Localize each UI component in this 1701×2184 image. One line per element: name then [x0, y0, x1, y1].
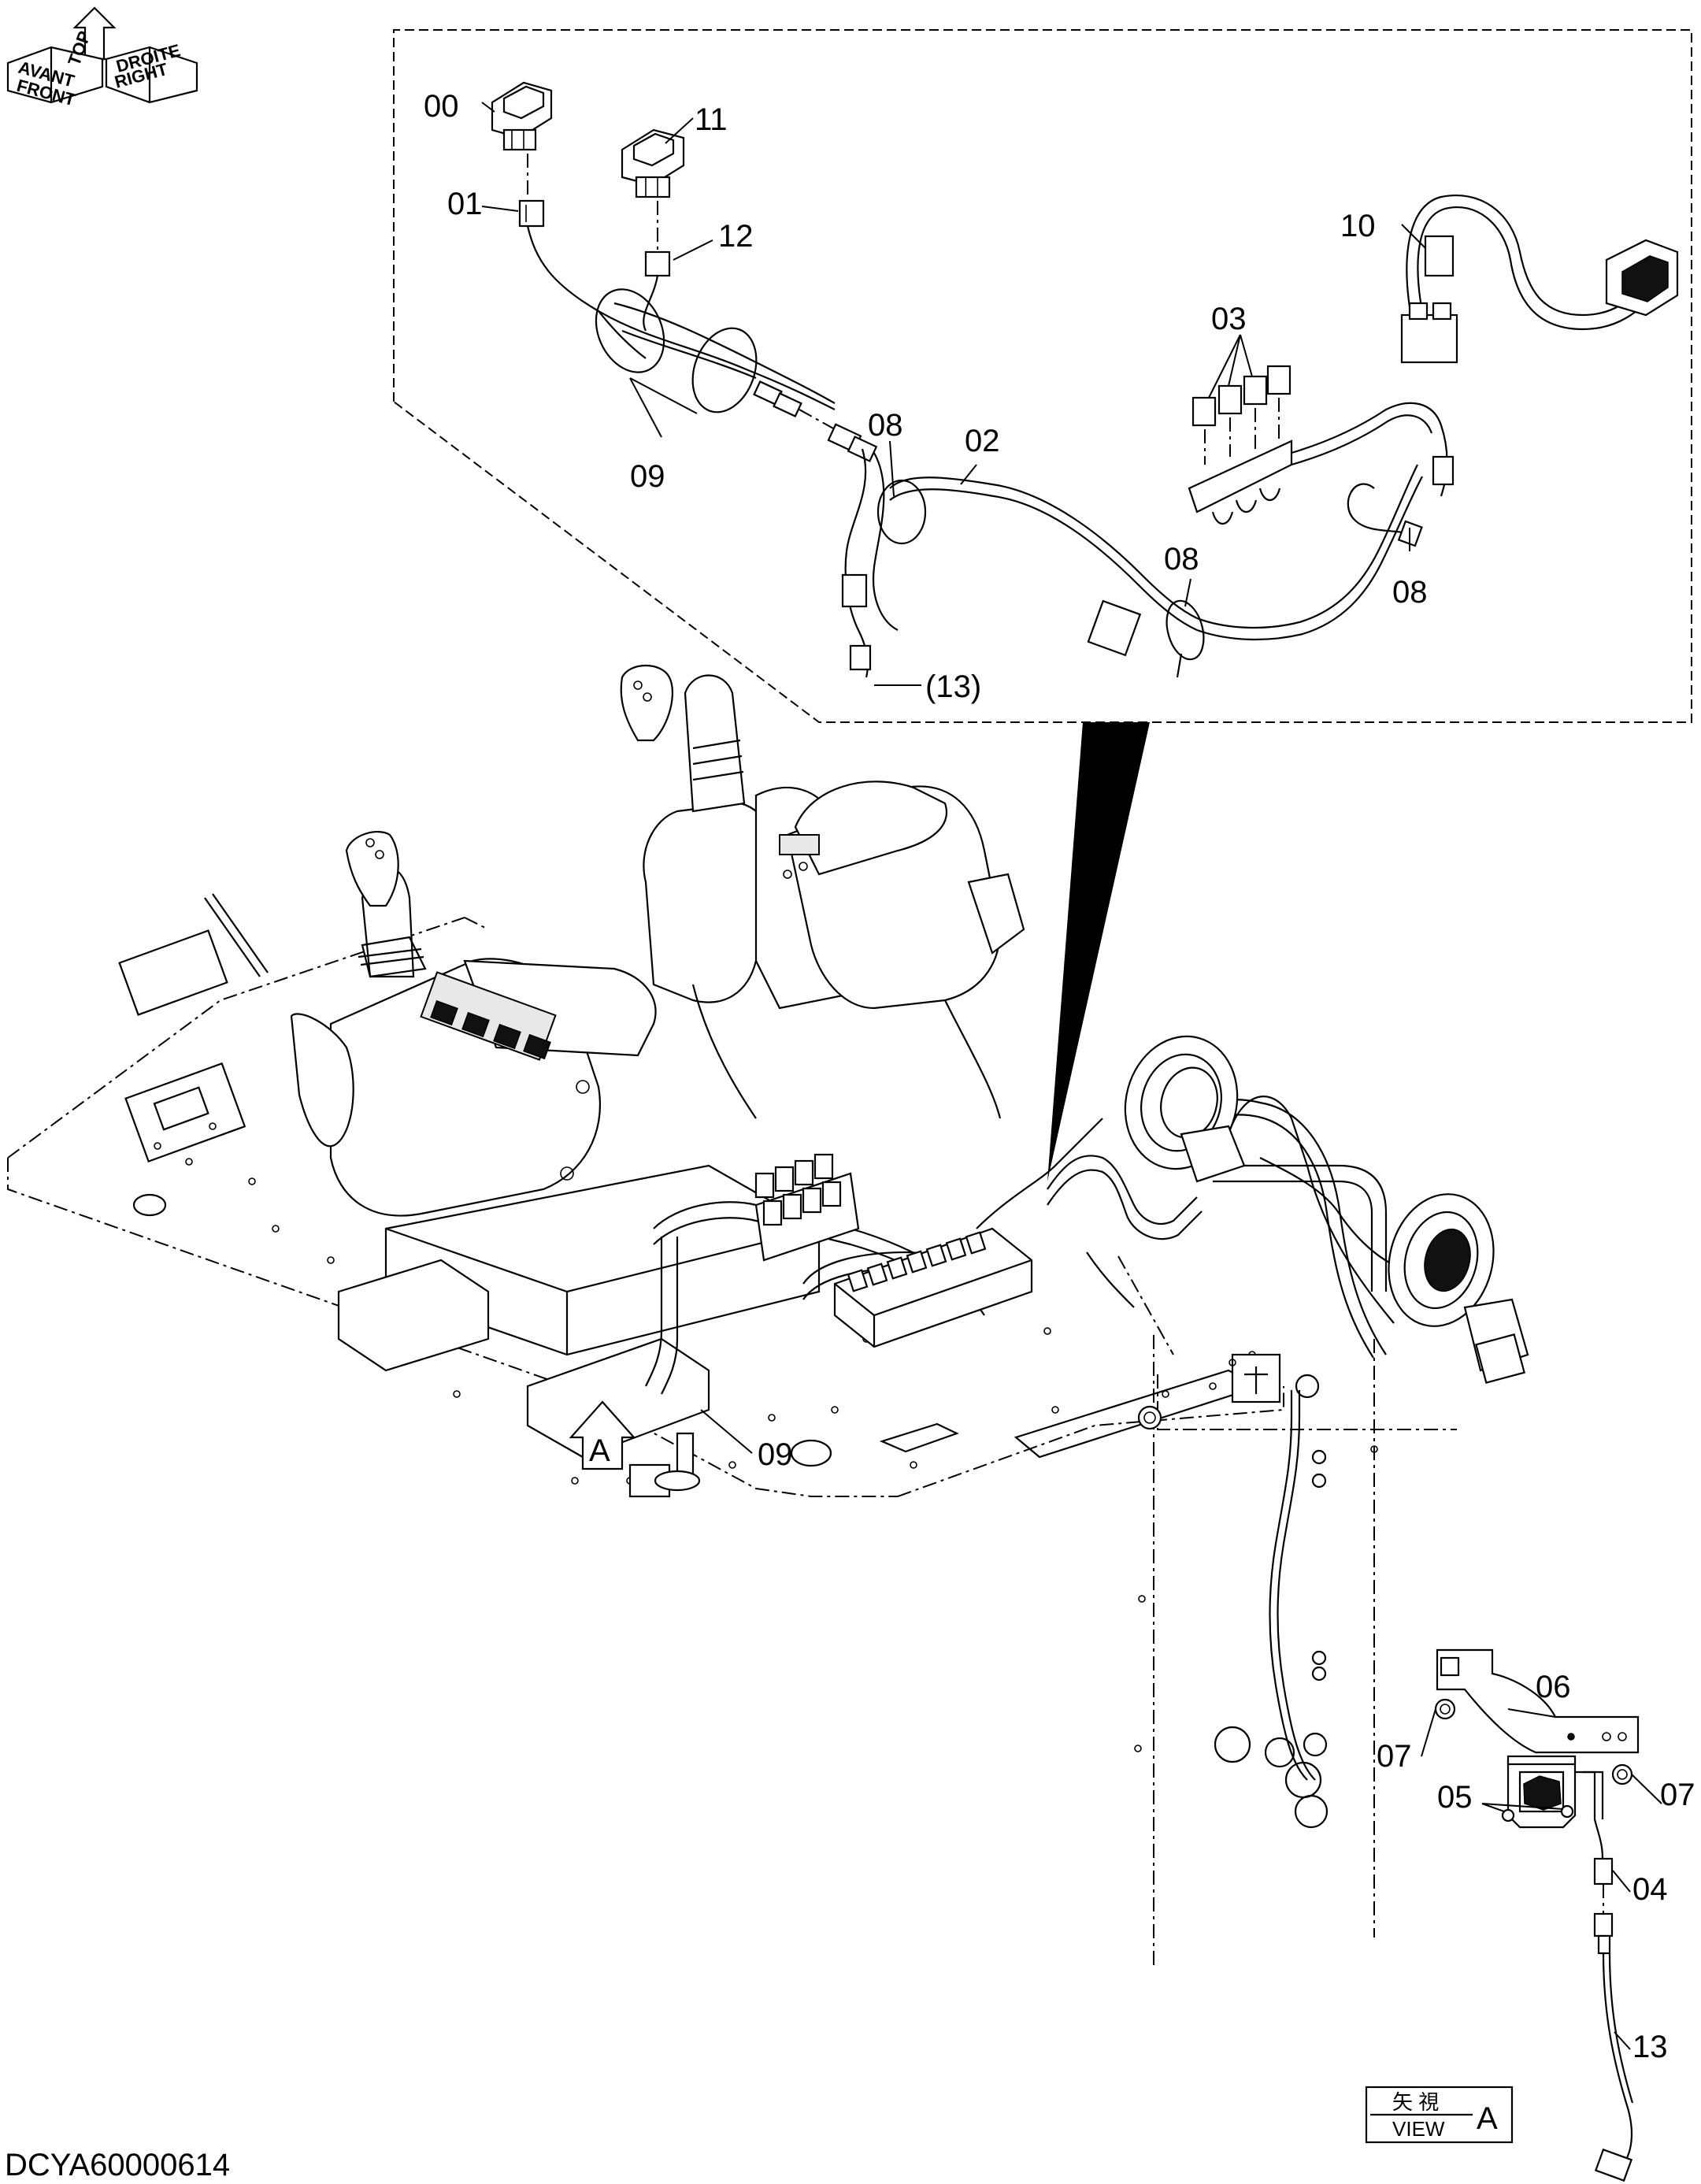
right-harness-loop [1047, 1096, 1403, 1359]
callout-07-right: 07 [1660, 1778, 1695, 1812]
callout-09-lower: 09 [758, 1437, 793, 1472]
view-a-label-box: 矢 視 VIEW A [1365, 2086, 1514, 2144]
callout-02: 02 [965, 424, 1000, 458]
seat-base-frame [337, 1164, 821, 1498]
view-a-detail [1117, 1255, 1457, 1969]
callout-08-upper: 08 [868, 408, 903, 443]
connector-01-icon [518, 199, 545, 228]
leader-lines [481, 102, 1662, 2050]
orientation-compass-icon: TOP FRONT AVANT RIGHT DROITE [6, 6, 198, 110]
callout-04: 04 [1632, 1872, 1668, 1907]
rocker-switch-00-icon [491, 81, 553, 197]
harness-13 [1593, 1912, 1634, 2182]
callout-08-right: 08 [1392, 575, 1428, 610]
bracket-06 [1436, 1648, 1640, 1754]
rocker-switch-11-icon [621, 128, 685, 252]
fuse-box [833, 1227, 1033, 1348]
right-control-console [620, 664, 1025, 1119]
callout-01: 01 [447, 187, 483, 221]
callout-13-bracketed: (13) [925, 669, 981, 704]
callout-10: 10 [1340, 209, 1376, 243]
bolt-05-icons [1501, 1804, 1574, 1822]
view-arrow-a: A [569, 1400, 636, 1470]
callout-07-left: 07 [1377, 1739, 1412, 1774]
drawing-number: DCYA60000614 [5, 2148, 230, 2182]
detail-enlargement-frame [393, 29, 1692, 1181]
speaker-right [1388, 1193, 1529, 1384]
speaker-left [1124, 1035, 1246, 1183]
left-control-console [204, 831, 657, 1217]
relay-03-icons [1188, 365, 1455, 547]
view-word: VIEW [1392, 2117, 1445, 2141]
nut-07-icons [1434, 1698, 1633, 1785]
view-letter: A [1477, 2101, 1498, 2136]
callout-12: 12 [718, 219, 754, 254]
harness-upper-left [526, 225, 878, 462]
connector-12-icon [644, 250, 671, 277]
view-arrow-letter: A [589, 1433, 610, 1468]
harness-02 [841, 448, 1423, 678]
callout-03: 03 [1211, 302, 1247, 336]
sensor-04 [1506, 1755, 1614, 1914]
callout-labels: 00 01 11 12 10 03 08 02 09 08 08 (13) 09… [424, 89, 1695, 2064]
callout-00: 00 [424, 89, 459, 124]
callout-13: 13 [1632, 2030, 1668, 2064]
callout-06: 06 [1536, 1670, 1571, 1704]
relay-block [754, 1153, 860, 1262]
callout-08-middle: 08 [1164, 542, 1199, 577]
callout-09-upper: 09 [630, 459, 665, 494]
callout-05: 05 [1437, 1780, 1473, 1815]
harness-10 [1400, 195, 1679, 364]
view-kanji: 矢 視 [1392, 2090, 1439, 2114]
callout-11: 11 [695, 102, 728, 137]
